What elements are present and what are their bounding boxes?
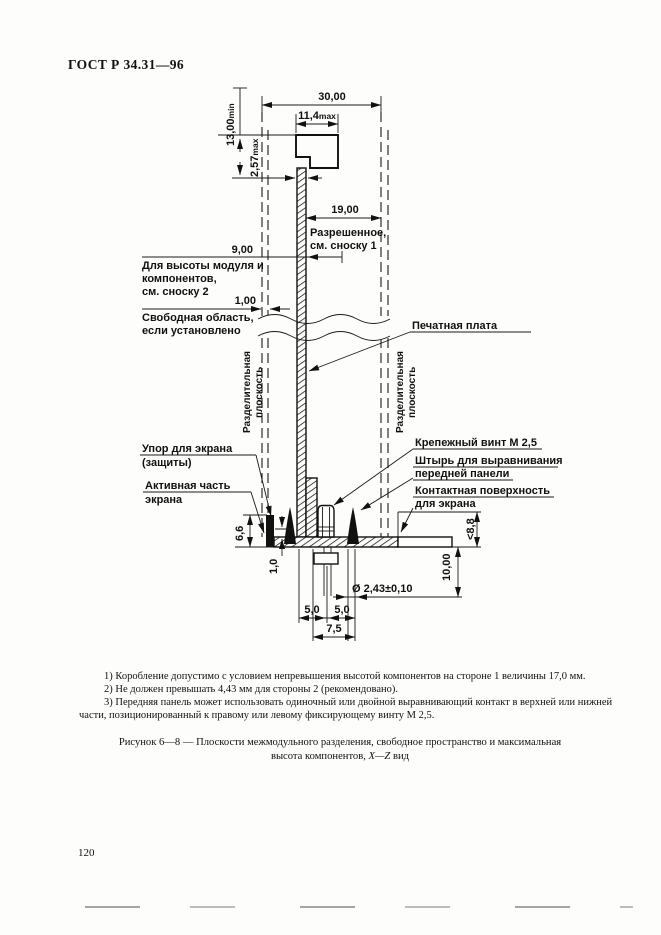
figure-caption: Рисунок 6—8 — Плоскости межмодульного ра…	[40, 736, 640, 764]
pin-label-1: Штырь для выравнивания	[415, 455, 563, 467]
callout-pin: Штырь для выравнивания передней панели	[360, 455, 563, 511]
document-header: ГОСТ Р 34.31—96	[68, 57, 185, 72]
label-module-2: компонентов,	[142, 273, 217, 285]
screen-stop	[266, 515, 274, 547]
dim-2-57-value: 2,57max	[249, 138, 261, 177]
break-stroke	[257, 314, 391, 341]
caption-line-1: Рисунок 6—8 — Плоскости межмодульного ра…	[118, 737, 562, 748]
footnote-3-line2: части, позиционированный к правому или л…	[79, 710, 435, 721]
label-module-1: Для высоты модуля и	[142, 260, 264, 272]
alignment-pin	[347, 507, 359, 544]
dim-5-5: 5,0 5,0	[298, 549, 356, 623]
dim-6-6-value: 6,6	[234, 526, 246, 541]
dim-5b-value: 5,0	[334, 604, 349, 616]
dim-10: 10,00	[441, 546, 461, 598]
footnote-2: 2) Не должен превышать 4,43 мм для сторо…	[104, 684, 398, 695]
callout-screen-stop: Упор для экрана (защиты)	[140, 443, 272, 517]
pin-label-2: передней панели	[415, 468, 509, 480]
dim-8-8-value: <8,8	[465, 518, 477, 540]
dim-19: 19,00 Разрешенное, см. сноску 1	[305, 204, 386, 252]
separation-plane-labels: Разделительная плоскость Разделительная …	[242, 351, 418, 433]
screw-label: Крепежный винт М 2,5	[415, 437, 537, 449]
dim-5a-value: 5,0	[304, 604, 319, 616]
caption-xz: X—Z	[368, 751, 391, 762]
active-label-2: экрана	[145, 494, 183, 506]
pcb-label-text: Печатная плата	[412, 320, 498, 332]
footnote-3-line1: 3) Передняя панель может использовать од…	[104, 697, 613, 708]
label-module-3: см. сноску 2	[142, 286, 209, 298]
dim-7-5: 7,5	[312, 549, 356, 641]
shaft-lines	[323, 547, 356, 641]
callout-screw: Крепежный винт М 2,5	[333, 437, 542, 506]
component-outline	[295, 134, 339, 169]
dim-19-value: 19,00	[331, 204, 359, 216]
label-free-2: если установлено	[142, 325, 241, 337]
dim-1-0: 1,0	[268, 516, 293, 574]
dim-9: 9,00 Для высоты модуля и компонентов, см…	[142, 244, 343, 298]
break-lines	[258, 314, 390, 341]
plane-right-word1: Разделительная	[395, 351, 406, 433]
dim-1-0-value: 1,0	[268, 559, 280, 574]
stop-label-2: (защиты)	[142, 457, 192, 469]
caption-line-2: высота компонентов, X—Z вид	[270, 751, 410, 762]
dim-30-value: 30,00	[318, 91, 346, 103]
label-pcb: Печатная плата	[308, 320, 531, 372]
dim-11-4-value: 11,4max	[298, 110, 336, 122]
technical-drawing: 30,00 11,4max 13,00min 2,57max 19,00 Раз…	[140, 87, 563, 641]
plane-left-word1: Разделительная	[242, 351, 253, 433]
fixing-screw	[317, 504, 335, 538]
screen-contact	[284, 507, 296, 544]
dim-11-4: 11,4max	[295, 110, 339, 133]
label-free-1: Свободная область,	[142, 312, 254, 324]
dim-8-8: <8,8	[465, 511, 480, 548]
separation-planes	[261, 96, 389, 537]
dim-13: 13,00min	[218, 87, 296, 179]
dim-10-value: 10,00	[441, 553, 453, 581]
dim-1-00: 1,00 Свободная область, если установлено	[142, 295, 290, 337]
label-allowed-2: см. сноску 1	[310, 240, 377, 252]
plane-right-word2: плоскость	[407, 367, 418, 418]
plane-left-word2: плоскость	[254, 367, 265, 418]
screw-nut	[313, 552, 339, 565]
label-allowed-1: Разрешенное,	[310, 227, 386, 239]
panel-bracket	[305, 477, 318, 538]
dim-diameter: Ø 2,43±0,10	[333, 583, 462, 600]
dim-2-57: 2,57max	[249, 138, 322, 181]
scan-edge-artifact	[85, 906, 633, 908]
dim-diameter-value: Ø 2,43±0,10	[352, 583, 412, 595]
callout-active-part: Активная часть экрана	[143, 480, 265, 534]
footnote-1: 1) Коробление допустимо с условием непре…	[104, 671, 586, 682]
dim-30: 30,00	[261, 91, 382, 108]
dim-6-6: 6,6	[234, 514, 274, 548]
dim-7-5-value: 7,5	[326, 623, 341, 635]
dim-9-value: 9,00	[232, 244, 253, 256]
page-number: 120	[78, 847, 95, 859]
stop-label-1: Упор для экрана	[142, 443, 233, 455]
contact-label-1: Контактная поверхность	[415, 485, 550, 497]
contact-label-2: для экрана	[415, 498, 477, 510]
dim-13-value: 13,00min	[225, 103, 237, 146]
callout-contact-surface: Контактная поверхность для экрана	[400, 485, 554, 533]
active-label-1: Активная часть	[145, 480, 231, 492]
dim-1-00-value: 1,00	[235, 295, 256, 307]
pcb-board	[296, 167, 307, 538]
